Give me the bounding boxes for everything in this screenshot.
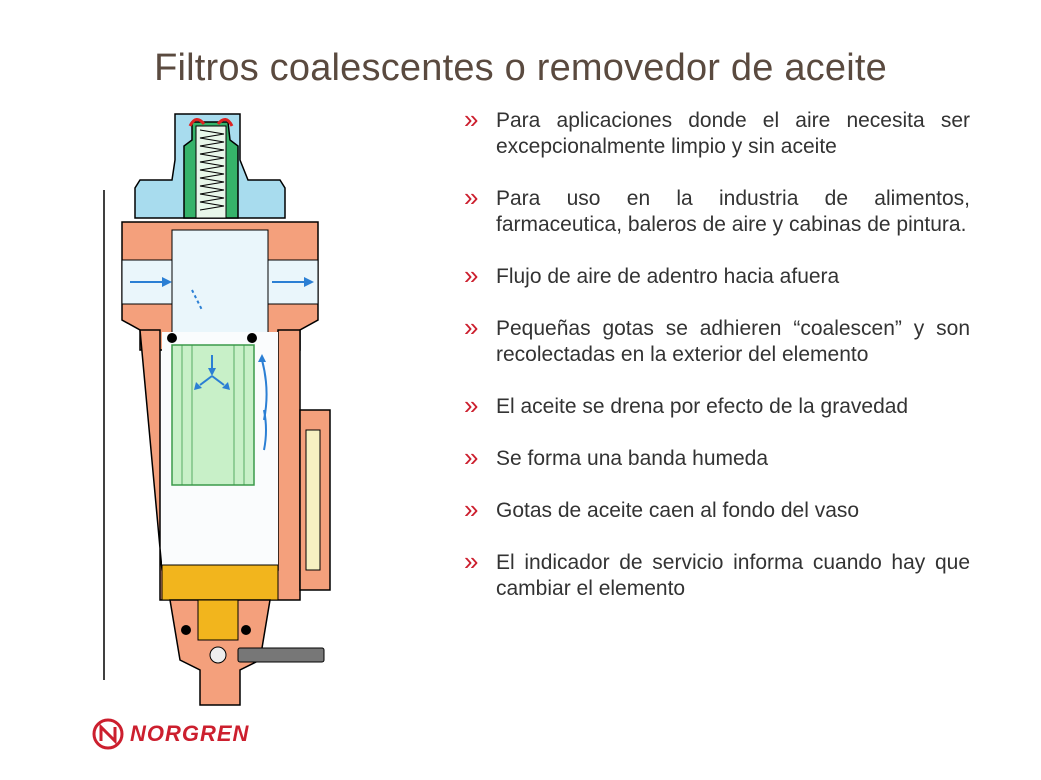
- drain-knob: [209, 646, 227, 664]
- o-ring-left: [167, 333, 177, 343]
- bullet-item: » El indicador de servicio informa cuando…: [464, 546, 970, 602]
- bullet-text: Pequeñas gotas se adhieren “coalescen” y…: [496, 317, 970, 366]
- bullet-marker-icon: »: [464, 442, 479, 472]
- bullet-item: » Gotas de aceite caen al fondo del vaso: [464, 494, 970, 524]
- bullet-item: » Flujo de aire de adentro hacia afuera: [464, 260, 970, 290]
- o-ring-right: [247, 333, 257, 343]
- drain-lever: [237, 647, 325, 663]
- bullet-text: El indicador de servicio informa cuando …: [496, 551, 970, 600]
- bullet-text: Para uso en la industria de alimentos, f…: [496, 187, 970, 236]
- bullet-marker-icon: »: [464, 260, 479, 290]
- coalescing-filter-cross-section-diagram: [103, 113, 331, 706]
- bullet-list: » Para aplicaciones donde el aire necesit…: [464, 104, 970, 628]
- bullet-item: » Para uso en la industria de alimentos, …: [464, 182, 970, 238]
- bullet-item: » Se forma una banda humeda: [464, 442, 970, 472]
- bullet-marker-icon: »: [464, 546, 479, 576]
- bullet-item: » Para aplicaciones donde el aire necesit…: [464, 104, 970, 160]
- bullet-marker-icon: »: [464, 182, 479, 212]
- drain-valve: [197, 599, 239, 641]
- bullet-text: Gotas de aceite caen al fondo del vaso: [496, 499, 860, 522]
- bullet-marker-icon: »: [464, 312, 479, 342]
- bullet-text: Flujo de aire de adentro hacia afuera: [496, 265, 840, 288]
- norgren-logo: NORGREN: [92, 715, 262, 753]
- bullet-item: » Pequeñas gotas se adhieren “coalescen” …: [464, 312, 970, 368]
- oil-sump: [161, 564, 279, 601]
- bullet-item: » El aceite se drena por efecto de la gra…: [464, 390, 970, 420]
- inner-chamber: [171, 229, 269, 341]
- spring-seal-right: [216, 118, 234, 127]
- o-ring-drain-right: [241, 625, 251, 635]
- bullet-text: El aceite se drena por efecto de la grav…: [496, 395, 909, 418]
- bullet-text: Se forma una banda humeda: [496, 447, 769, 470]
- sight-glass: [305, 429, 321, 571]
- bullet-marker-icon: »: [464, 494, 479, 524]
- flow-arrows: [130, 277, 314, 451]
- spring-coil: [199, 129, 225, 211]
- bullet-marker-icon: »: [464, 390, 479, 420]
- norgren-logo-icon: [92, 718, 124, 750]
- brand-name: NORGREN: [130, 721, 250, 746]
- o-ring-drain-left: [181, 625, 191, 635]
- bullet-marker-icon: »: [464, 104, 479, 134]
- page-title: Filtros coalescentes o removedor de acei…: [154, 47, 887, 90]
- bullet-text: Para aplicaciones donde el aire necesita…: [496, 109, 970, 158]
- spring-seal-left: [188, 118, 206, 127]
